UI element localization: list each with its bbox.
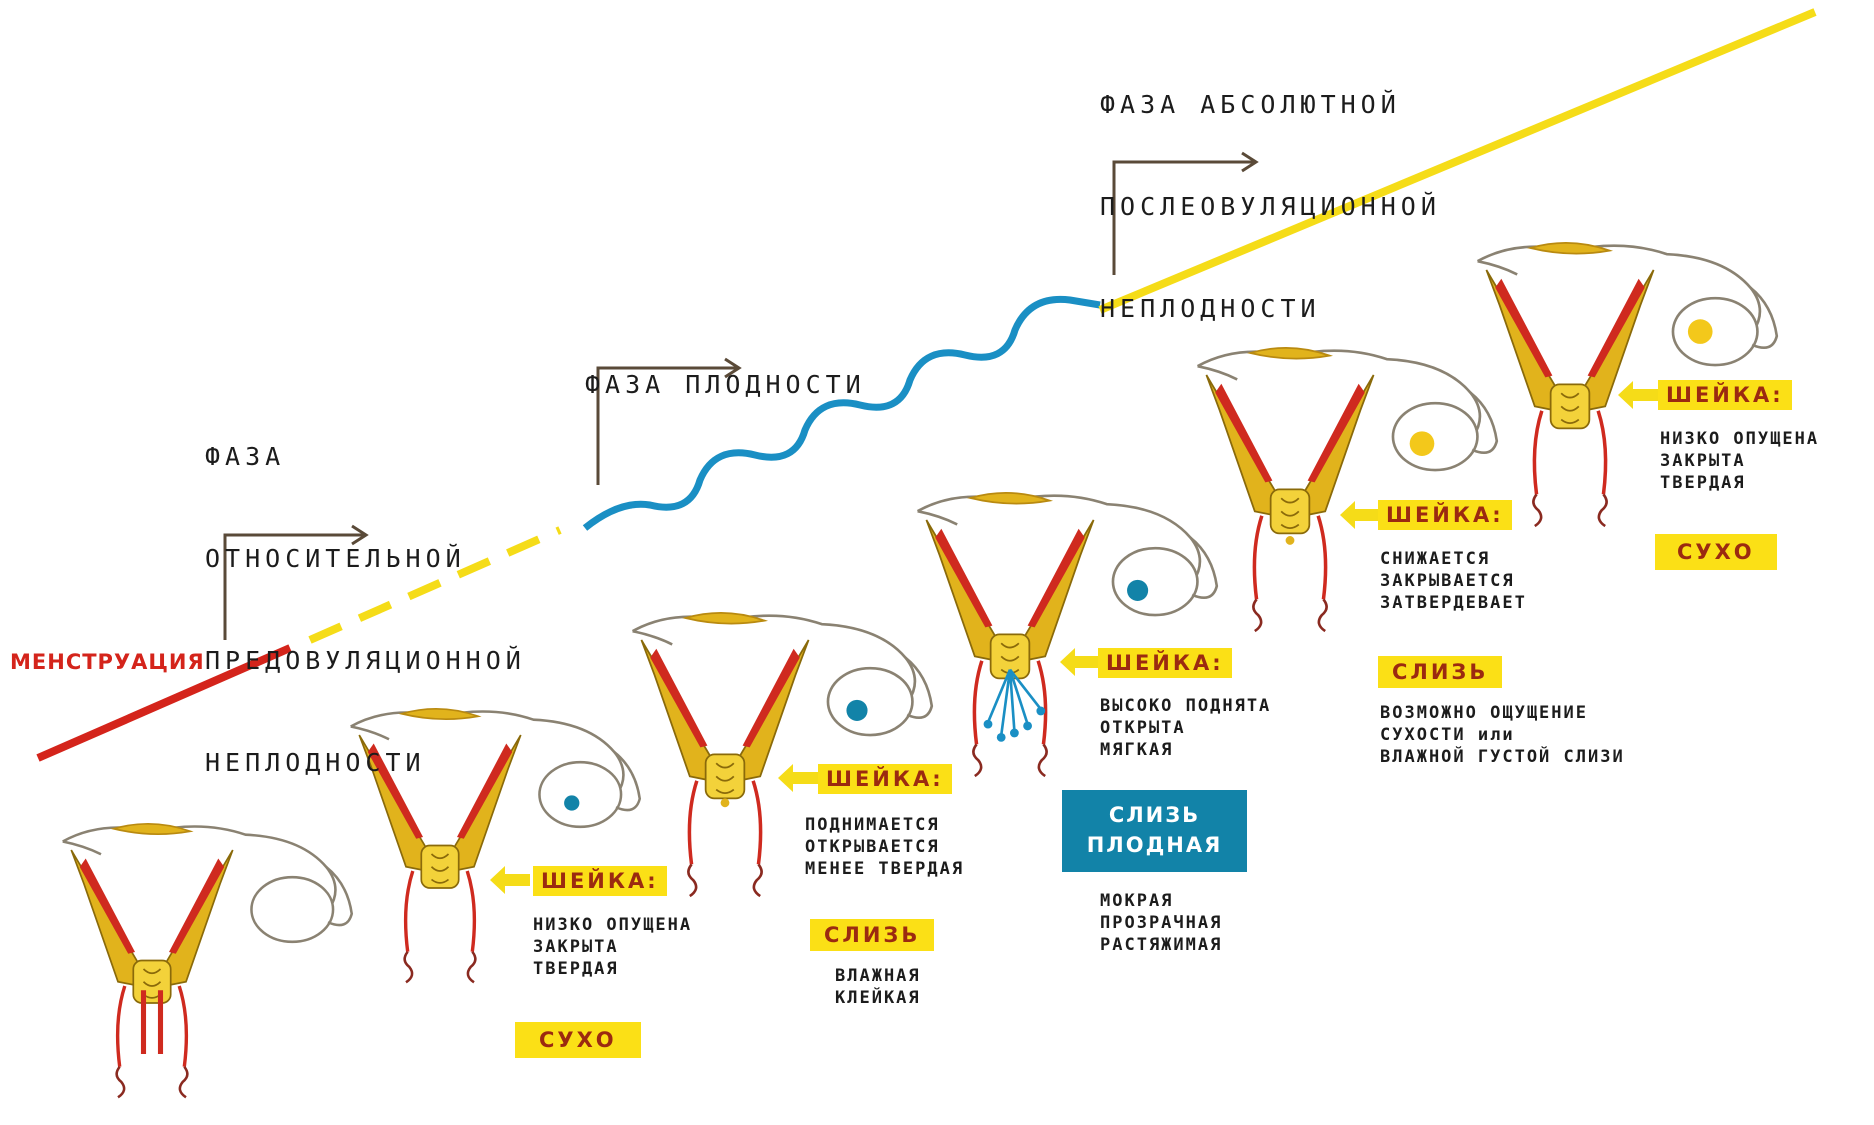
cervix-desc-1: НИЗКО ОПУЩЕНА ЗАКРЫТА ТВЕРДАЯ — [533, 914, 692, 980]
phase-post-line: НЕПЛОДНОСТИ — [1100, 292, 1441, 326]
cervix-desc-line: ЗАКРЫТА — [1660, 450, 1819, 472]
cervix-desc-line: СНИЖАЕТСЯ — [1380, 548, 1527, 570]
mucus-desc-line: ПРОЗРАЧНАЯ — [1100, 912, 1222, 934]
mucus-tag-5: СУХО — [1655, 534, 1777, 570]
cervix-label-3: ШЕЙКА: — [1098, 648, 1232, 678]
phase-post-line: ПОСЛЕОВУЛЯЦИОННОЙ — [1100, 190, 1441, 224]
cervix-desc-line: ТВЕРДАЯ — [1660, 472, 1819, 494]
mucus-desc-line: СУХОСТИ или — [1380, 724, 1625, 746]
fertile-mucus-line: ПЛОДНАЯ — [1062, 830, 1247, 860]
mucus-desc-line: РАСТЯЖИМАЯ — [1100, 934, 1222, 956]
cervix-label-4: ШЕЙКА: — [1378, 500, 1512, 530]
cervix-label-2: ШЕЙКА: — [818, 764, 952, 794]
mucus-desc-line: ВЛАЖНАЯ — [835, 965, 921, 987]
cervix-desc-3: ВЫСОКО ПОДНЯТА ОТКРЫТА МЯГКАЯ — [1100, 695, 1271, 761]
cervix-desc-line: ЗАКРЫТА — [533, 936, 692, 958]
cervix-desc-4: СНИЖАЕТСЯ ЗАКРЫВАЕТСЯ ЗАТВЕРДЕВАЕТ — [1380, 548, 1527, 614]
cervix-desc-line: ЗАТВЕРДЕВАЕТ — [1380, 592, 1527, 614]
mucus-desc-3: МОКРАЯ ПРОЗРАЧНАЯ РАСТЯЖИМАЯ — [1100, 890, 1222, 956]
phase-pre-line: ПРЕДОВУЛЯЦИОННОЙ — [205, 644, 526, 678]
cervix-label-5: ШЕЙКА: — [1658, 380, 1792, 410]
mucus-desc-2: ВЛАЖНАЯ КЛЕЙКАЯ — [835, 965, 921, 1009]
phase-post-line: ФАЗА АБСОЛЮТНОЙ — [1100, 88, 1441, 122]
fertile-mucus-line: СЛИЗЬ — [1062, 800, 1247, 830]
cervix-desc-line: ОТКРЫВАЕТСЯ — [805, 836, 964, 858]
phase-pre-line: НЕПЛОДНОСТИ — [205, 746, 526, 780]
phase-pre-line: ФАЗА — [205, 440, 526, 474]
mucus-desc-line: МОКРАЯ — [1100, 890, 1222, 912]
cervix-desc-2: ПОДНИМАЕТСЯ ОТКРЫВАЕТСЯ МЕНЕЕ ТВЕРДАЯ — [805, 814, 964, 880]
cervix-desc-line: ПОДНИМАЕТСЯ — [805, 814, 964, 836]
cervix-desc-5: НИЗКО ОПУЩЕНА ЗАКРЫТА ТВЕРДАЯ — [1660, 428, 1819, 494]
mucus-desc-line: КЛЕЙКАЯ — [835, 987, 921, 1009]
phase-pre-label: ФАЗА ОТНОСИТЕЛЬНОЙ ПРЕДОВУЛЯЦИОННОЙ НЕПЛ… — [205, 372, 526, 814]
cervix-desc-line: НИЗКО ОПУЩЕНА — [533, 914, 692, 936]
mucus-tag-4: СЛИЗЬ — [1378, 656, 1502, 688]
cervix-desc-line: ЗАКРЫВАЕТСЯ — [1380, 570, 1527, 592]
cervix-label-1: ШЕЙКА: — [533, 866, 667, 896]
cervix-desc-line: МЯГКАЯ — [1100, 739, 1271, 761]
phase-pre-line: ОТНОСИТЕЛЬНОЙ — [205, 542, 526, 576]
cervix-desc-line: МЕНЕЕ ТВЕРДАЯ — [805, 858, 964, 880]
menstruation-label: МЕНСТРУАЦИЯ — [10, 650, 205, 674]
mucus-desc-line: ВЛАЖНОЙ ГУСТОЙ СЛИЗИ — [1380, 746, 1625, 768]
uterus-stage-menstruation — [63, 824, 352, 1098]
phase-fertile-label: ФАЗА ПЛОДНОСТИ — [585, 300, 866, 436]
cervix-desc-line: НИЗКО ОПУЩЕНА — [1660, 428, 1819, 450]
mucus-desc-4: ВОЗМОЖНО ОЩУЩЕНИЕ СУХОСТИ или ВЛАЖНОЙ ГУ… — [1380, 702, 1625, 768]
cervix-desc-line: ОТКРЫТА — [1100, 717, 1271, 739]
phase-fertile-line: ФАЗА ПЛОДНОСТИ — [585, 368, 866, 402]
mucus-tag-1: СУХО — [515, 1022, 641, 1058]
cervix-desc-line: ВЫСОКО ПОДНЯТА — [1100, 695, 1271, 717]
fertile-mucus-tag: СЛИЗЬ ПЛОДНАЯ — [1062, 790, 1247, 872]
phase-post-label: ФАЗА АБСОЛЮТНОЙ ПОСЛЕОВУЛЯЦИОННОЙ НЕПЛОД… — [1100, 20, 1441, 360]
cervix-desc-line: ТВЕРДАЯ — [533, 958, 692, 980]
mucus-tag-2: СЛИЗЬ — [810, 919, 934, 951]
mucus-desc-line: ВОЗМОЖНО ОЩУЩЕНИЕ — [1380, 702, 1625, 724]
